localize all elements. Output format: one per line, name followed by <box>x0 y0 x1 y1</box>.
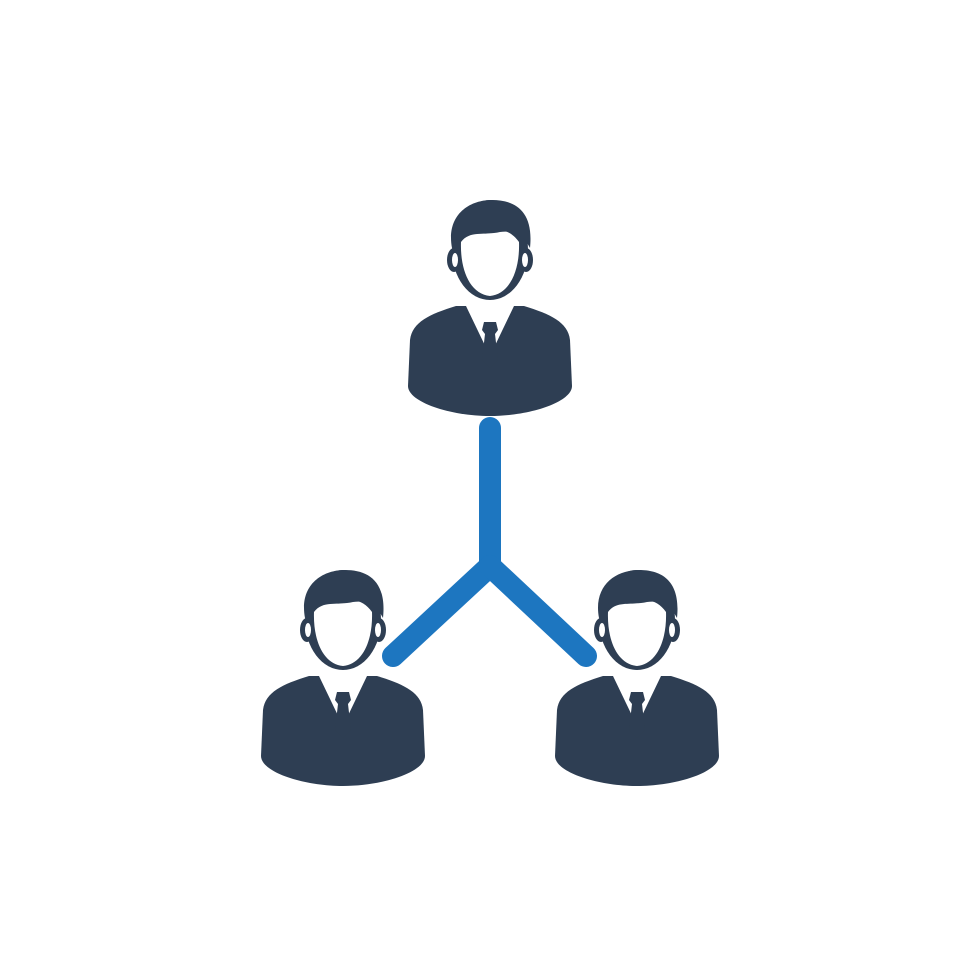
person-top-icon <box>408 200 572 416</box>
connector-lines <box>382 417 597 667</box>
person-bottom-left-icon <box>261 570 425 786</box>
person-bottom-right-icon <box>555 570 719 786</box>
